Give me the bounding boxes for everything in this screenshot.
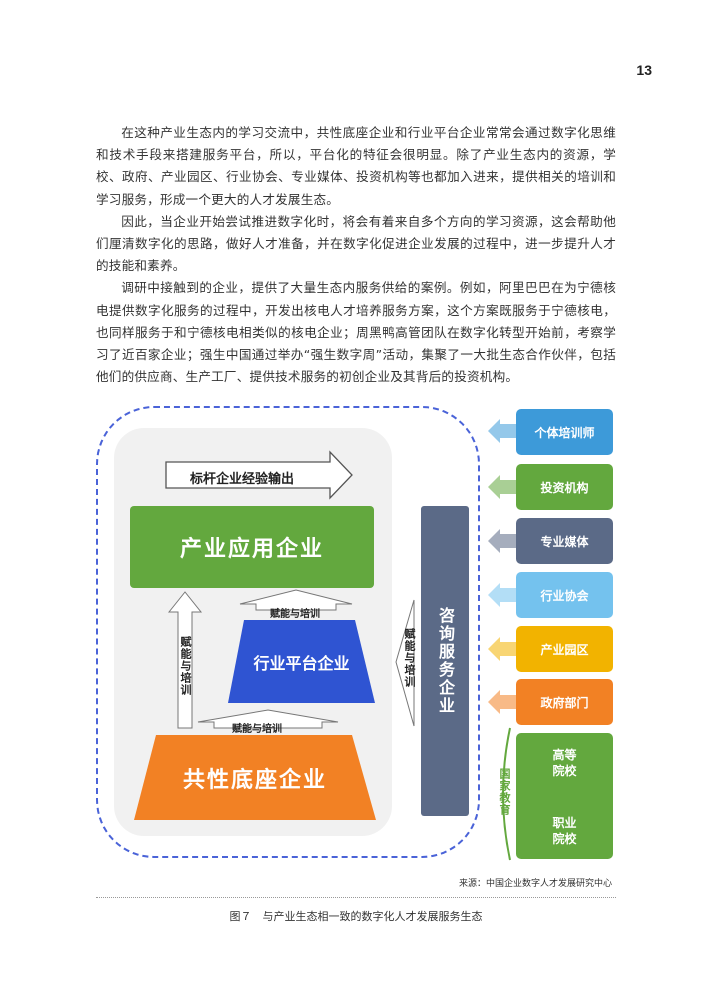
- body-text: 在这种产业生态内的学习交流中，共性底座企业和行业平台企业常常会通过数字化思维和技…: [96, 122, 616, 388]
- figure-caption: 图７ 与产业生态相一致的数字化人才发展服务生态: [229, 910, 483, 923]
- source-note: 来源：中国企业数字人才发展研究中心: [458, 879, 612, 889]
- base-label: 共性底座企业: [182, 767, 327, 793]
- empower-label-top: 赋能与培训: [270, 609, 320, 620]
- education-item-university: 高等院校: [552, 748, 577, 778]
- side-arrow-6: [488, 690, 516, 714]
- side-item-investment: 投资机构: [516, 464, 613, 510]
- platform-trapezoid: [228, 620, 375, 703]
- page-number: 13: [636, 62, 652, 78]
- education-label: 国家教育: [498, 768, 511, 816]
- benchmark-arrow: [165, 450, 353, 500]
- education-item-vocational: 职业院校: [552, 816, 577, 846]
- benchmark-arrow-label: 标杆企业经验输出: [190, 472, 295, 487]
- base-trapezoid: [134, 735, 376, 820]
- industry-application-box: 产业应用企业: [130, 506, 374, 588]
- side-item-trainer: 个体培训师: [516, 409, 613, 455]
- empower-label-left: 赋能与培训: [179, 636, 192, 696]
- paragraph-3: 调研中接触到的企业，提供了大量生态内服务供给的案例。例如，阿里巴巴在为宁德核电提…: [96, 280, 616, 385]
- side-item-media: 专业媒体: [516, 518, 613, 564]
- paragraph-2: 因此，当企业开始尝试推进数字化时，将会有着来自多个方向的学习资源，这会帮助他们厘…: [96, 213, 616, 274]
- ecosystem-dashed-frame: [96, 406, 480, 858]
- empower-label-right: 赋能与培训: [403, 628, 416, 688]
- side-arrow-2: [488, 475, 516, 499]
- empower-arrow-right: [395, 599, 415, 727]
- side-arrow-5: [488, 637, 516, 661]
- side-item-industrial-park: 产业园区: [516, 626, 613, 672]
- side-arrow-1: [488, 419, 516, 443]
- side-arrow-3: [488, 529, 516, 553]
- paragraph-1: 在这种产业生态内的学习交流中，共性底座企业和行业平台企业常常会通过数字化思维和技…: [96, 125, 616, 207]
- empower-arrow-bottom: [197, 709, 339, 729]
- consulting-service-box: 咨询服务企业: [421, 506, 469, 816]
- side-arrow-4: [488, 583, 516, 607]
- caption-divider: [96, 897, 616, 898]
- education-bracket: [502, 727, 511, 861]
- side-item-association: 行业协会: [516, 572, 613, 618]
- empower-arrow-left: [167, 591, 203, 729]
- platform-label: 行业平台企业: [253, 653, 350, 673]
- consulting-service-label: 咨询服务企业: [436, 607, 455, 715]
- empower-arrow-top: [239, 589, 353, 611]
- empower-label-bottom: 赋能与培训: [232, 724, 282, 735]
- education-box: 高等院校 职业院校: [516, 733, 613, 859]
- side-item-government: 政府部门: [516, 679, 613, 725]
